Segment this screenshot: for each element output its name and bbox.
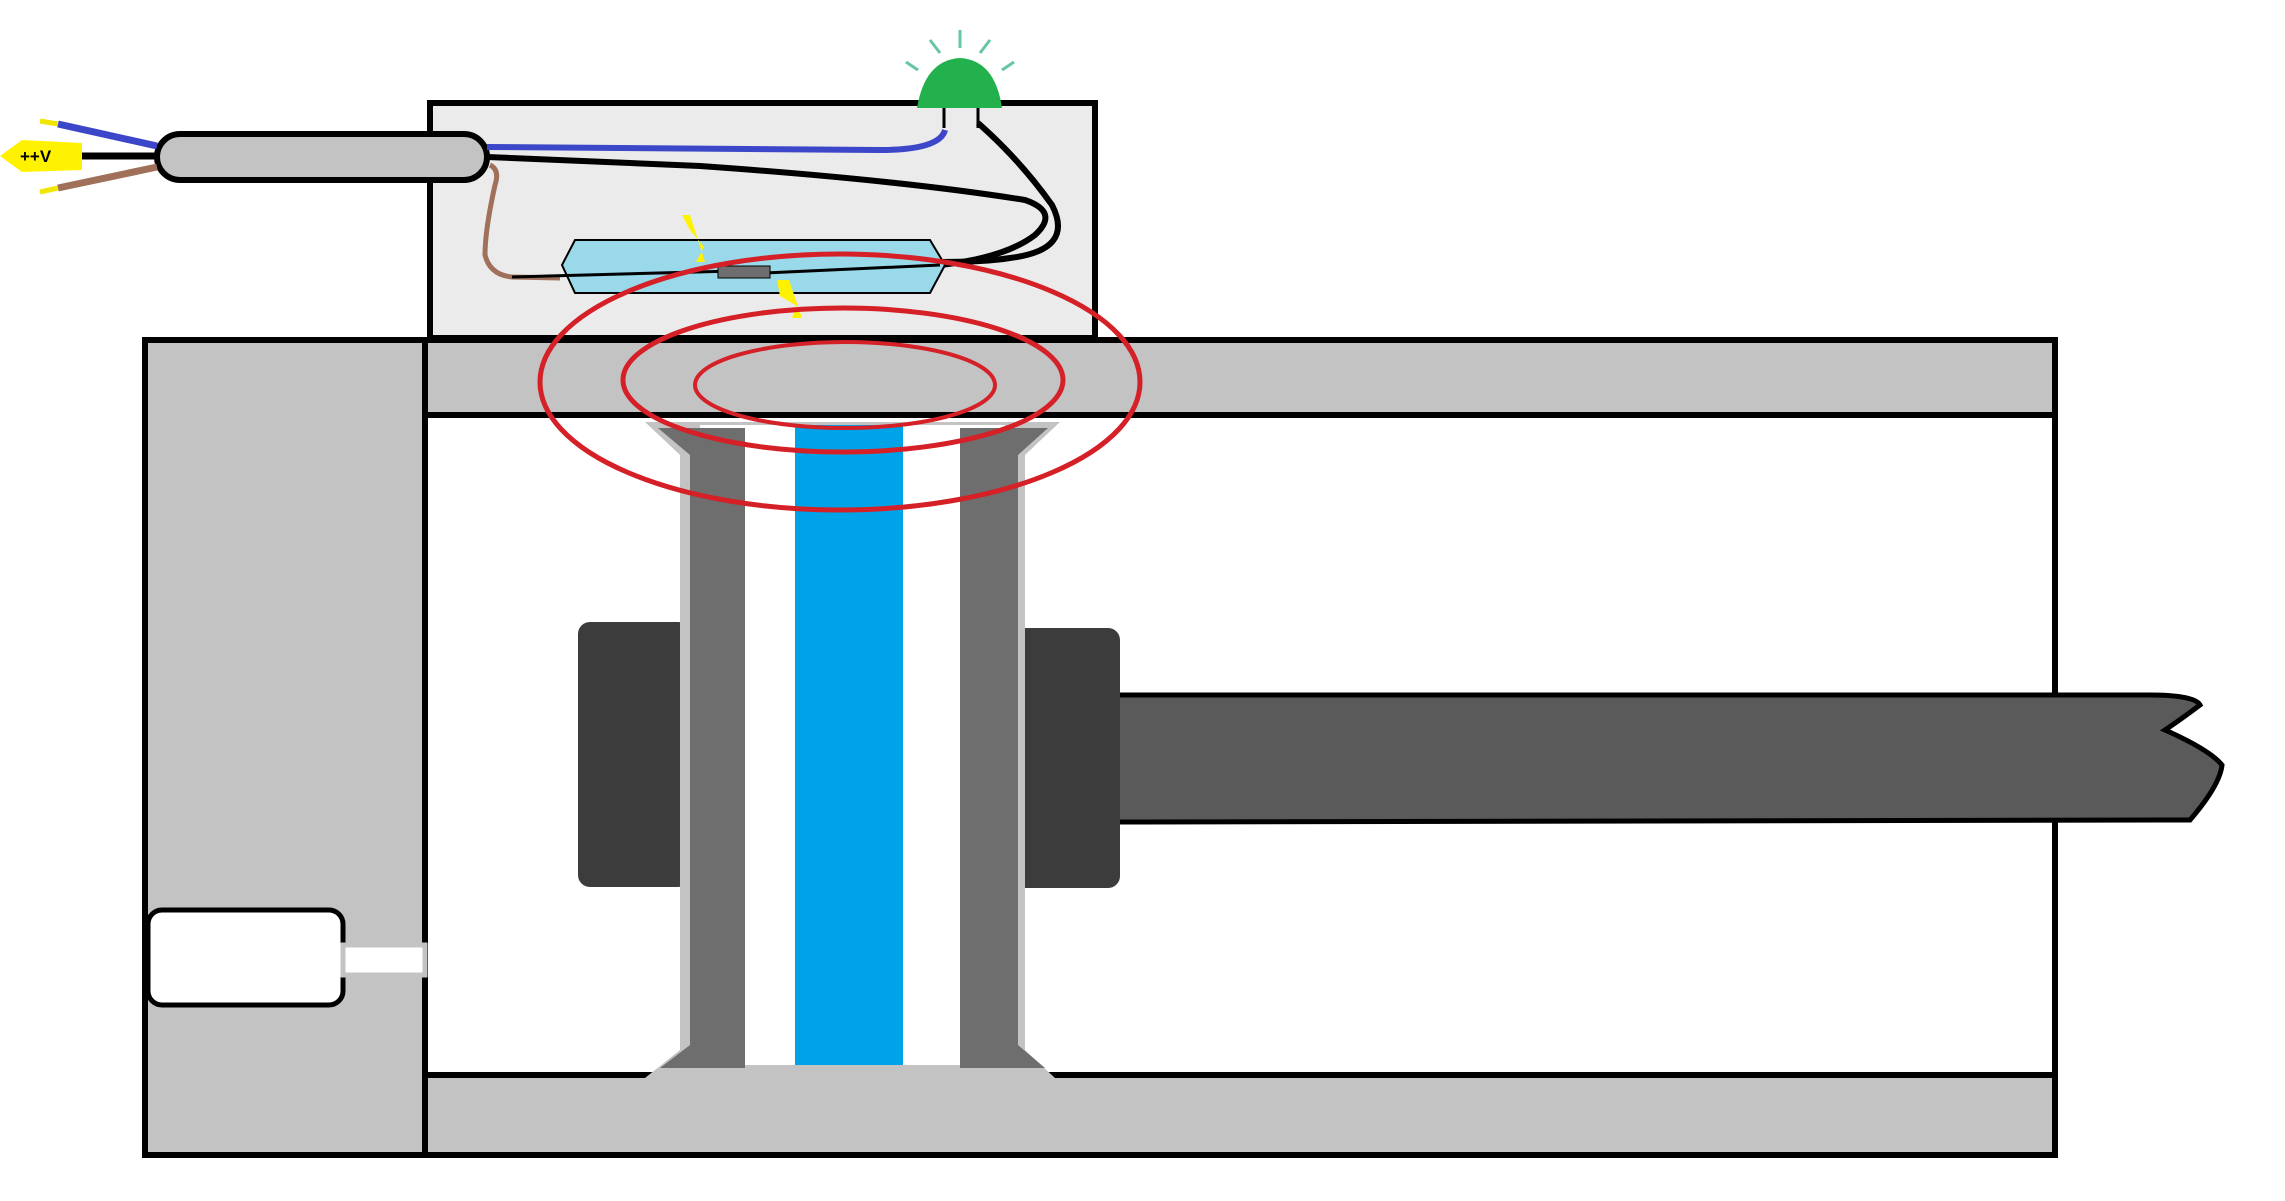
magnetic-field-outer (537, 251, 1143, 513)
blue-wire-lead (57, 120, 158, 150)
left-end-cap (142, 337, 428, 1158)
internal-black-wire-1 (486, 154, 1049, 268)
magnetic-field-middle (620, 305, 1066, 455)
piston-seal-right (1008, 628, 1120, 888)
brown-wire-tip (39, 185, 59, 195)
piston-rod (1112, 692, 2225, 825)
internal-blue-wire (486, 128, 948, 154)
magnetic-field-inner (693, 340, 997, 430)
air-port-tube (340, 942, 428, 978)
led-glow-rays (905, 30, 1015, 72)
internal-black-wire-2 (939, 120, 1061, 265)
bottom-cylinder-wall (422, 1072, 2058, 1158)
sensor-housing (427, 100, 1098, 341)
led-indicator (917, 58, 1002, 108)
internal-brown-wire (482, 162, 561, 281)
positive-voltage-arrow (0, 140, 82, 172)
voltage-label: ++V (20, 147, 52, 166)
reed-contact-gap (717, 265, 771, 279)
sensor-cable-jacket (154, 131, 490, 183)
air-port-fitting (145, 907, 346, 1008)
spark-bottom (777, 280, 802, 318)
piston-seal-left (578, 622, 690, 887)
spark-top (682, 215, 705, 262)
blue-wire-tip (39, 118, 59, 127)
brown-wire-lead (57, 163, 158, 192)
magnet-core (795, 425, 903, 1065)
piston-sleeve-right (960, 428, 1048, 1068)
top-cylinder-wall (422, 337, 2058, 418)
piston-sleeve-left (658, 428, 745, 1068)
